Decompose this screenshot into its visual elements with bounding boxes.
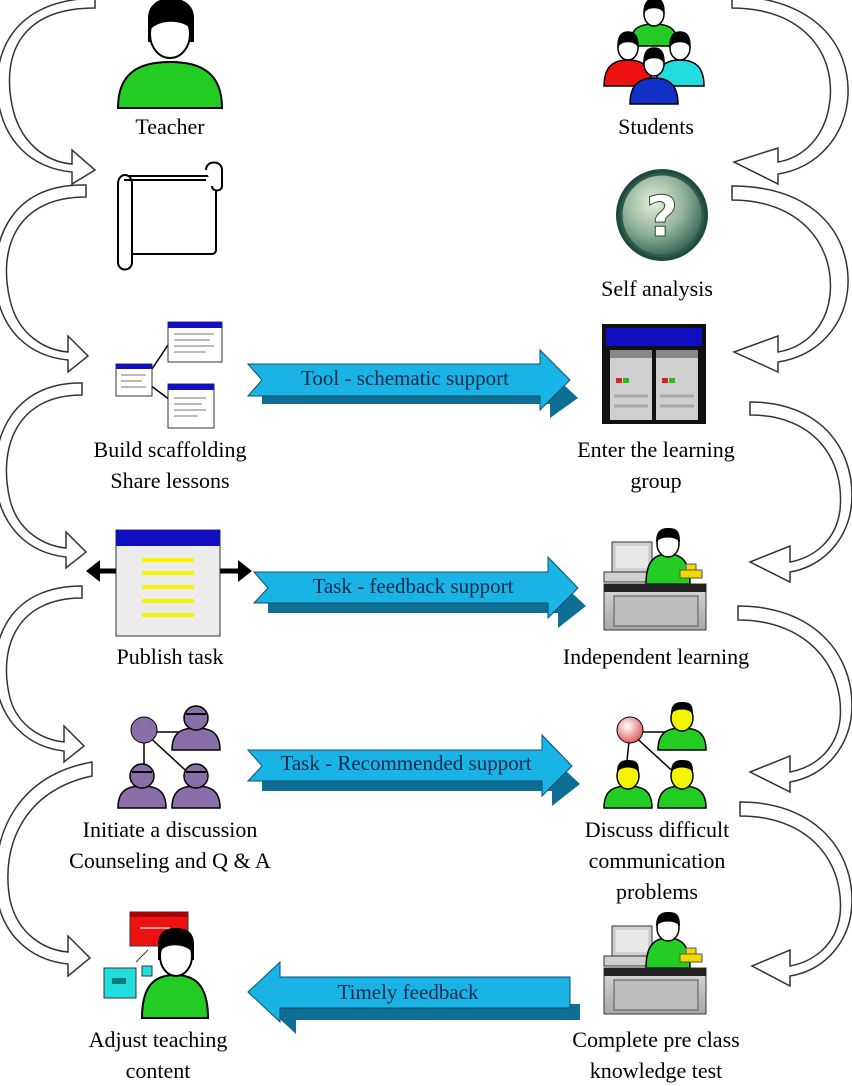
label-scaffold-2: Share lessons [110,468,229,493]
arrow-label-tool: Tool - schematic support [301,366,509,390]
label-adjust-1: Adjust teaching [89,1027,228,1052]
arrow-label-task-feedback: Task - feedback support [313,574,514,598]
test-workstation-icon [603,912,707,1015]
label-teacher: Teacher [135,114,205,139]
arrow-tool-schematic: Tool - schematic support [246,348,578,418]
label-complete-1: Complete pre class [572,1027,739,1052]
label-difficult-3: problems [616,879,698,904]
peer-discussion-icon [603,702,707,809]
right-curved-arrows [731,0,852,988]
curved-arrow-left-1 [0,0,97,186]
curved-arrow-left-5 [0,761,93,978]
curved-arrow-left-3 [0,382,88,570]
publish-task-icon [86,529,252,637]
label-complete-2: knowledge test [590,1058,723,1083]
label-publish: Publish task [117,644,224,669]
curved-arrow-right-5 [739,801,852,988]
label-difficult-1: Discuss difficult [585,817,729,842]
server-cabinet-icon [602,324,706,424]
discussion-icon [117,705,221,809]
question-mark-icon: ? [646,185,678,250]
label-enter-2: group [630,468,681,493]
arrow-label-task-recommended: Task - Recommended support [280,751,531,775]
students-icon [603,0,705,105]
label-enter-1: Enter the learning [577,437,735,462]
curved-arrow-left-2 [0,184,90,374]
label-discuss-1: Initiate a discussion [83,817,258,842]
label-students: Students [618,114,694,139]
curved-arrow-right-3 [748,401,852,584]
scaffolding-icon [115,321,223,429]
label-adjust-2: content [126,1058,191,1083]
arrow-label-timely: Timely feedback [338,980,479,1004]
arrow-timely-feedback: Timely feedback [247,960,580,1034]
arrow-task-recommended: Task - Recommended support [246,733,580,806]
label-difficult-2: communication [589,848,726,873]
scroll-icon [117,161,223,271]
curved-arrow-right-1 [731,0,849,186]
label-discuss-2: Counseling and Q & A [69,848,271,873]
curved-arrow-right-4 [737,605,852,794]
left-curved-arrows [0,0,97,978]
teacher-icon [116,0,224,109]
label-independent: Independent learning [563,644,749,669]
label-self-analysis: Self analysis [601,276,713,301]
curved-arrow-left-4 [0,585,86,764]
self-analysis-icon: ? [616,169,708,261]
arrow-task-feedback: Task - feedback support [252,555,586,628]
adjust-content-icon [103,911,210,1019]
desk-workstation-icon [603,528,707,631]
curved-arrow-right-2 [731,185,849,374]
label-scaffold-1: Build scaffolding [94,437,247,462]
